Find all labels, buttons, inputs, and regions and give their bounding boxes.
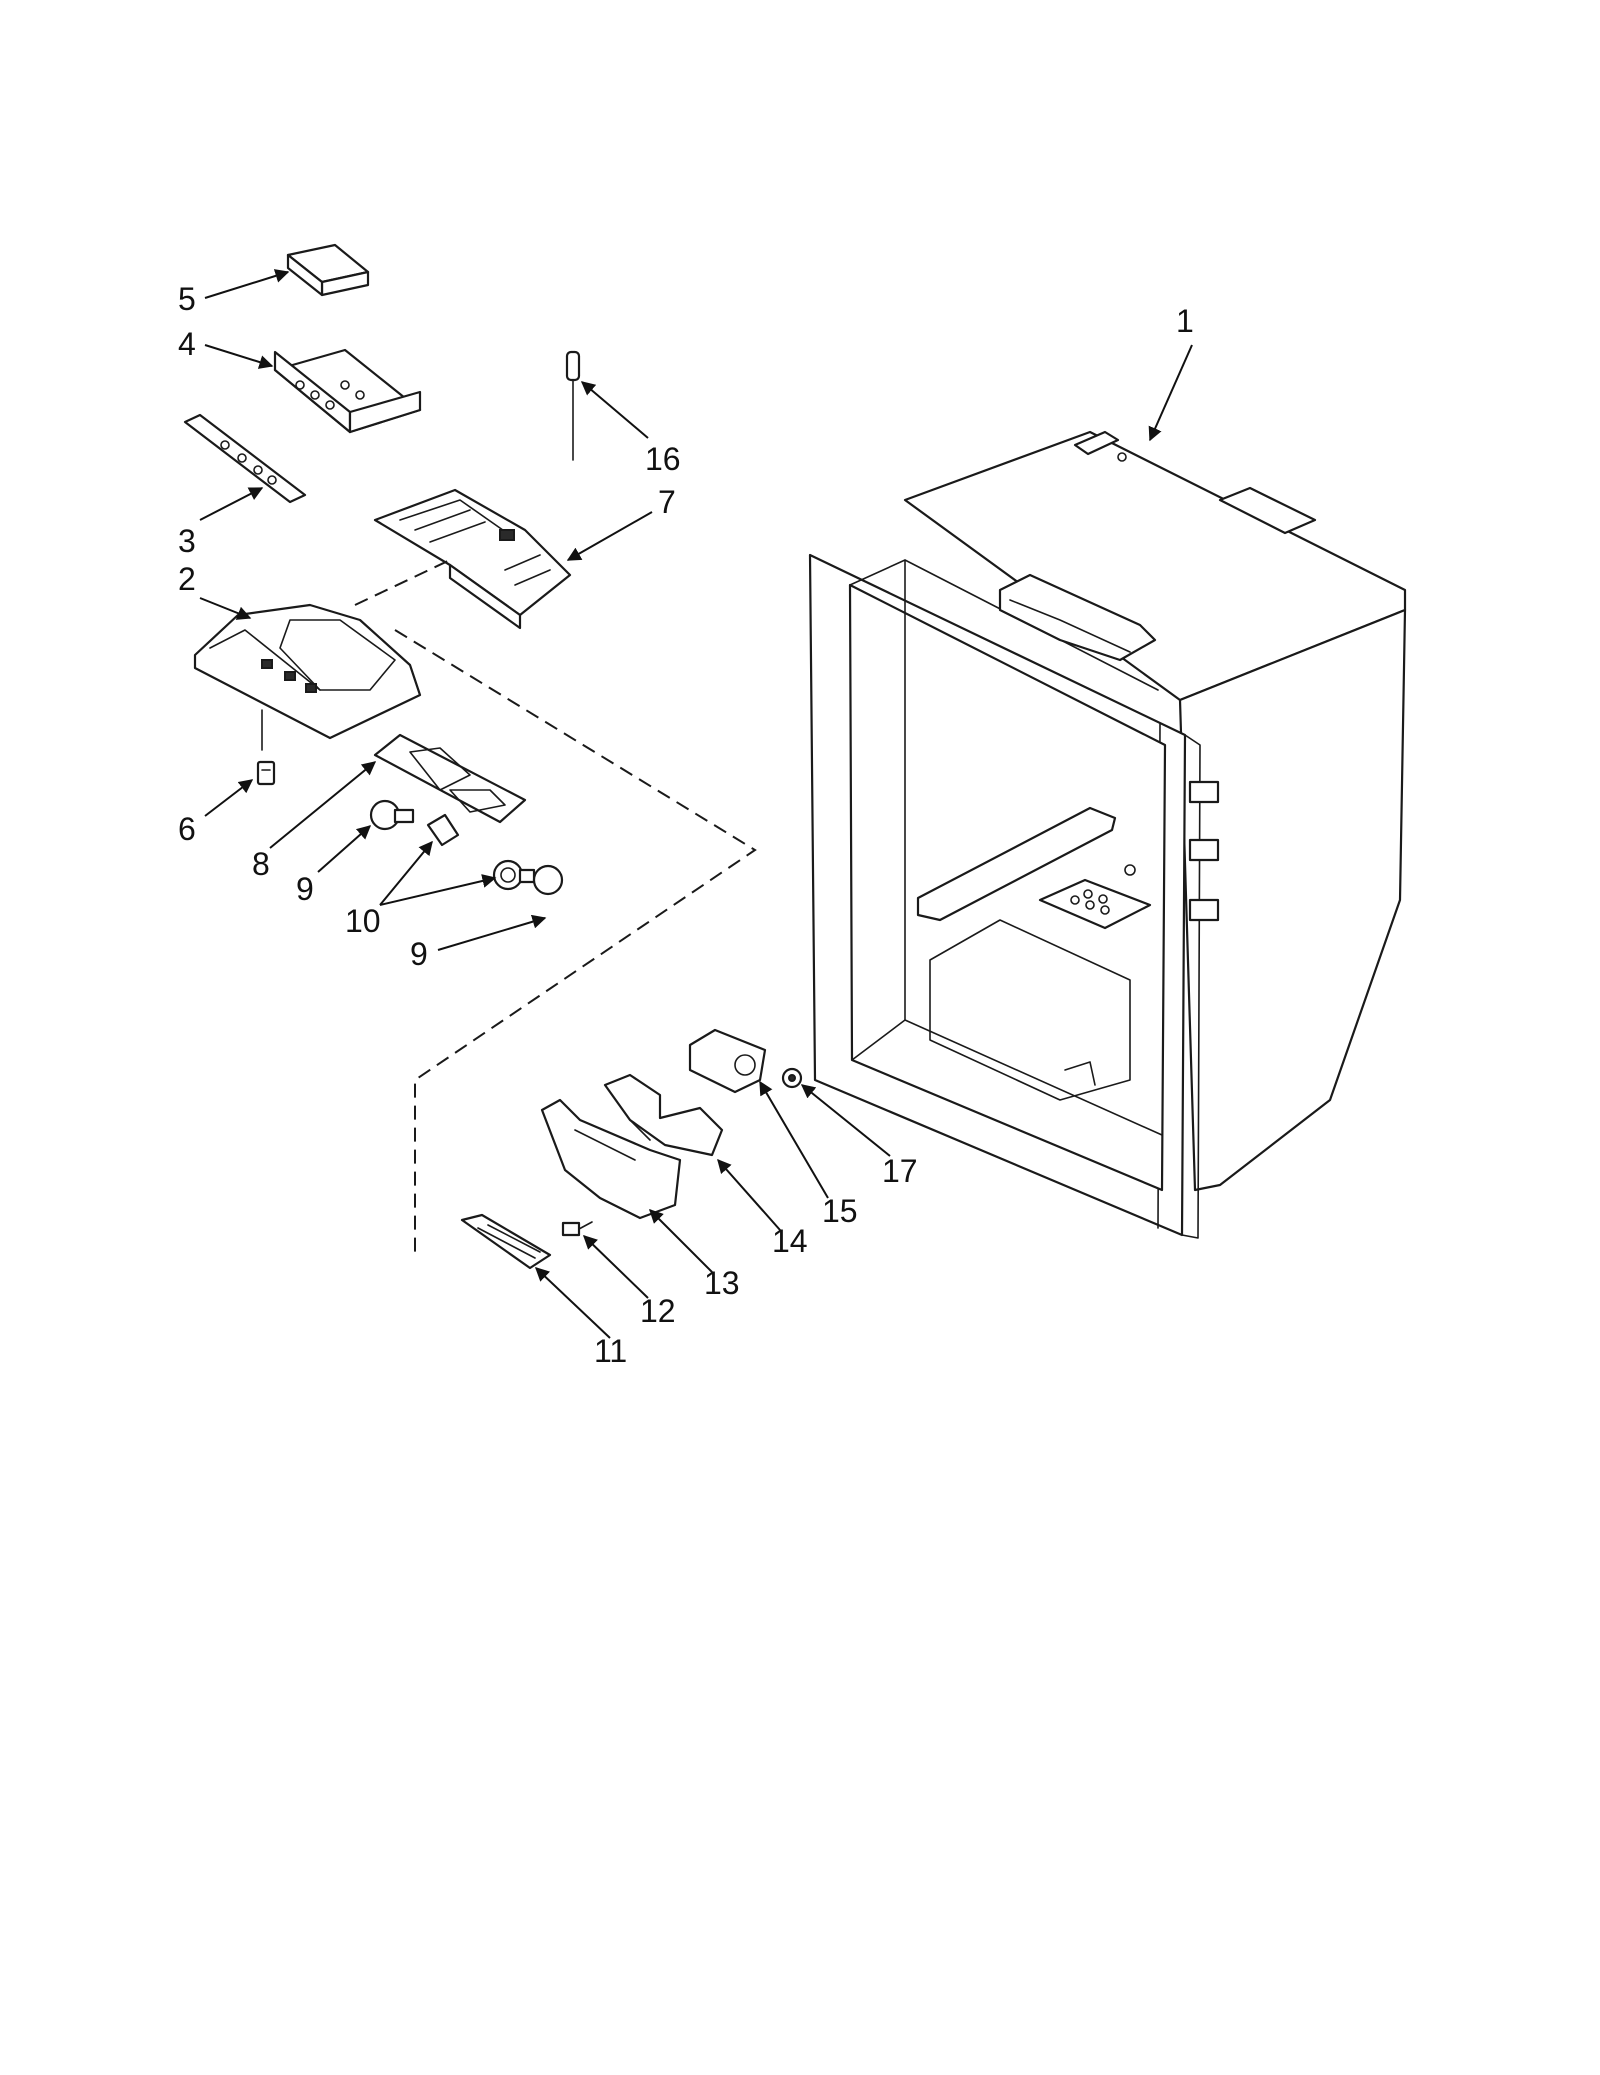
leader-17: [800, 1084, 891, 1157]
leader-14: [717, 1158, 781, 1231]
callout-10: 10: [345, 903, 381, 939]
part-7-cover: [373, 488, 572, 630]
part-15-module: [688, 1028, 767, 1094]
callout-5: 5: [178, 281, 196, 317]
leader-11: [534, 1267, 611, 1339]
callout-2: 2: [178, 561, 196, 597]
part-5-cover: [286, 243, 370, 297]
part-11-lens: [460, 1213, 552, 1270]
callout-9-upper: 9: [296, 871, 314, 907]
leader-10a: [379, 840, 433, 906]
part-6-switch: [256, 760, 276, 786]
callout-labels: 1 2 3 4 5 6 7 8 9 9 10 11 12 13 14 15 16…: [178, 281, 1194, 1369]
leader-9a: [317, 825, 372, 873]
callout-14: 14: [772, 1223, 808, 1259]
leader-8: [269, 761, 377, 849]
part-9-bulb-upper: [369, 799, 415, 831]
part-4-housing: [273, 348, 422, 434]
callout-1: 1: [1176, 303, 1194, 339]
callout-7: 7: [658, 484, 676, 520]
callout-15: 15: [822, 1193, 858, 1229]
part-10-socket-upper: [426, 813, 460, 847]
callout-11: 11: [594, 1333, 627, 1369]
leader-1: [1148, 344, 1193, 442]
part-14-bracket: [603, 1073, 724, 1157]
leader-2: [199, 597, 252, 620]
assembly-dashed-outline: [354, 559, 757, 1255]
part-16-probe: [565, 350, 581, 461]
part-8-light-housing: [373, 733, 527, 824]
part-17-screw: [781, 1067, 803, 1089]
callout-3: 3: [178, 523, 196, 559]
leader-16: [580, 381, 649, 439]
leader-3: [199, 487, 264, 521]
callout-17: 17: [882, 1153, 918, 1189]
callout-9-lower: 9: [410, 936, 428, 972]
leader-5: [204, 269, 290, 299]
leader-4: [204, 344, 274, 369]
leader-6: [204, 779, 254, 817]
part-13-cover: [540, 1098, 682, 1220]
callout-16: 16: [645, 441, 681, 477]
leader-13: [649, 1209, 713, 1273]
part-2-housing: [193, 603, 422, 751]
leader-7: [566, 511, 653, 561]
callout-leaders: [199, 269, 1193, 1339]
callout-13: 13: [704, 1265, 740, 1301]
callout-6: 6: [178, 811, 196, 847]
part-10-socket-lower: [492, 859, 524, 891]
refrigerator-liner-part: [808, 430, 1407, 1239]
leader-9b: [437, 914, 547, 951]
part-12-screw: [561, 1221, 593, 1237]
callout-12: 12: [640, 1293, 676, 1329]
callout-4: 4: [178, 326, 196, 362]
leader-10b: [379, 874, 497, 906]
callout-8: 8: [252, 846, 270, 882]
leader-12: [582, 1235, 649, 1299]
part-9-bulb-lower: [518, 864, 564, 896]
part-3-strip: [183, 413, 307, 504]
leader-15: [759, 1080, 829, 1199]
